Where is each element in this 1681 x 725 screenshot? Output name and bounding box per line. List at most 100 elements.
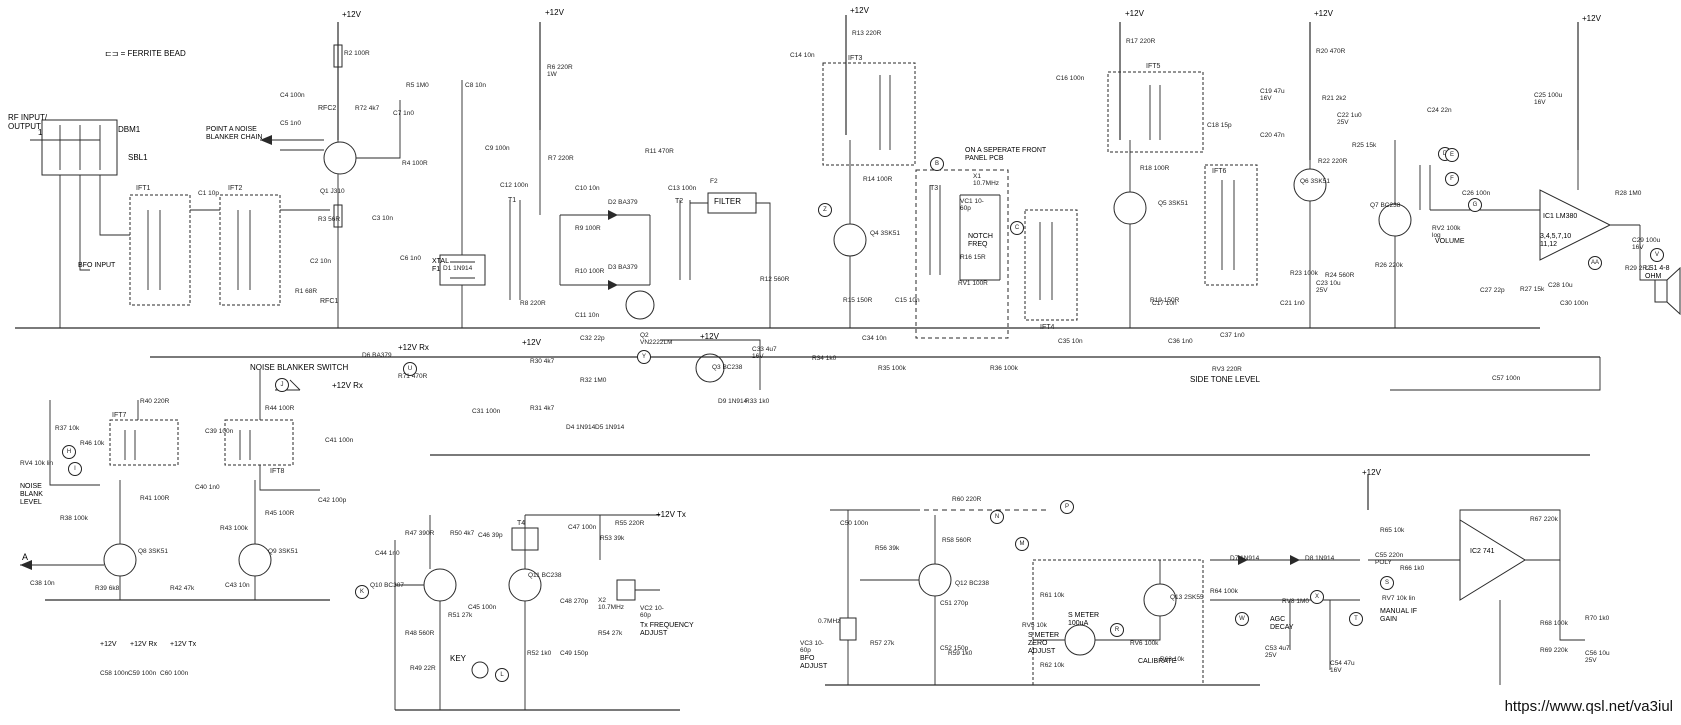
part-c50: C50 100n: [840, 520, 869, 527]
node-i: I: [68, 462, 82, 476]
part-r1: R1 68R: [295, 288, 318, 295]
ferrite-bead-icon: ⊏⊐: [105, 49, 121, 58]
part-c59: C59 100n: [128, 670, 157, 677]
node-y: Y: [637, 350, 651, 364]
label-t2: T2: [675, 198, 684, 205]
part-c27: C27 22p: [1480, 287, 1505, 294]
part-d2: D2 BA379: [608, 199, 638, 206]
part-r65: R65 10k: [1380, 527, 1405, 534]
node-v: V: [1650, 248, 1664, 262]
part-c45: C45 100n: [468, 604, 497, 611]
part-r9: R9 100R: [575, 225, 601, 232]
part-c22: C22 1u0 25V: [1337, 112, 1362, 126]
supply-12v-r13: +12V: [850, 6, 869, 15]
node-b: B: [930, 157, 944, 171]
part-x1: X1 10.7MHz: [973, 173, 1000, 187]
part-r11: R11 470R: [645, 148, 674, 155]
part-q6: Q6 3SK51: [1300, 178, 1330, 185]
part-c7: C7 1n0: [393, 110, 414, 117]
node-r: R: [1110, 623, 1124, 637]
part-c28: C28 10u: [1548, 282, 1573, 289]
part-q1: Q1 J310: [320, 188, 345, 195]
xtal-f1-label: XTAL F1: [432, 258, 449, 273]
part-c3: C3 10n: [372, 215, 393, 222]
part-c49: C49 150p: [560, 650, 589, 657]
s-meter-label: S METER 100uA: [1068, 612, 1100, 627]
part-c58: C58 100n: [100, 670, 129, 677]
part-r21: R21 2k2: [1322, 95, 1347, 102]
label-ift2: IFT2: [228, 185, 243, 192]
node-z: Z: [818, 203, 832, 217]
label-ift5: IFT5: [1146, 63, 1161, 70]
part-c35: C35 10n: [1058, 338, 1083, 345]
part-vc2: VC2 10-60p: [640, 605, 664, 619]
bfo-input-label: BFO INPUT: [78, 262, 116, 269]
part-c37: C37 1n0: [1220, 332, 1245, 339]
part-r15: R15 150R: [843, 297, 873, 304]
part-d3: D3 BA379: [608, 264, 638, 271]
supply-12v-r20: +12V: [1314, 9, 1333, 18]
filter-label: FILTER: [714, 197, 741, 206]
part-vc3: VC3 10-60p: [800, 640, 824, 654]
part-c8: C8 10n: [465, 82, 486, 89]
part-c31: C31 100n: [472, 408, 501, 415]
label-t1: T1: [508, 197, 517, 204]
part-c51: C51 270p: [940, 600, 969, 607]
part-c44: C44 1n0: [375, 550, 400, 557]
node-n: N: [990, 510, 1004, 524]
part-c14: C14 10n: [790, 52, 815, 59]
part-r64: R64 100k: [1210, 588, 1238, 595]
part-r62: R62 10k: [1040, 662, 1065, 669]
part-c17: C17 10n: [1152, 300, 1177, 307]
part-r41: R41 100R: [140, 495, 170, 502]
node-h: H: [62, 445, 76, 459]
part-r42: R42 47k: [170, 585, 195, 592]
part-d6: D6 BA379: [362, 352, 392, 359]
nb-switch-label: NOISE BLANKER SWITCH: [250, 363, 349, 372]
part-r8: R8 220R: [520, 300, 546, 307]
part-r22: R22 220R: [1318, 158, 1348, 165]
part-x2: X2 10.7MHz: [598, 597, 625, 611]
part-d1: D1 1N914: [443, 265, 473, 272]
part-r39: R39 6k8: [95, 585, 120, 592]
part-d8: D8 1N914: [1305, 555, 1335, 562]
part-q7: Q7 BC238: [1370, 202, 1401, 209]
part-r33: R33 1k0: [745, 398, 770, 405]
ic2-label: IC2 741: [1470, 548, 1495, 555]
part-c9: C9 100n: [485, 145, 510, 152]
part-r30: R30 4k7: [530, 358, 555, 365]
part-r5: R5 1M0: [406, 82, 429, 89]
part-c26: C26 100n: [1462, 190, 1491, 197]
part-r24: R24 560R: [1325, 272, 1355, 279]
part-q9: Q9 3SK51: [268, 548, 298, 555]
part-c30: C30 100n: [1560, 300, 1589, 307]
node-t: T: [1349, 612, 1363, 626]
part-r6: R6 220R 1W: [547, 64, 573, 78]
part-rv1: RV1 100R: [958, 280, 988, 287]
node-s: S: [1380, 576, 1394, 590]
part-c1: C1 10p: [198, 190, 219, 197]
part-c53: C53 4u7 25V: [1265, 645, 1290, 659]
part-r2: R2 100R: [344, 50, 370, 57]
part-q4: Q4 3SK51: [870, 230, 900, 237]
part-c48: C48 270p: [560, 598, 589, 605]
part-c57: C57 100n: [1492, 375, 1521, 382]
supply-12v-rx-nb: +12V Rx: [332, 381, 363, 390]
part-c55: C55 220n POLY: [1375, 552, 1404, 566]
part-c52: C52 150p: [940, 645, 969, 652]
supply-12v-q1: +12V: [342, 10, 361, 19]
part-r50: R50 4k7: [450, 530, 475, 537]
source-credit: https://www.qsl.net/va3iul: [1504, 698, 1673, 715]
supply-12v-r6: +12V: [545, 8, 564, 17]
part-r43: R43 100k: [220, 525, 248, 532]
part-c54: C54 47u 16V: [1330, 660, 1355, 674]
label-t4: T4: [517, 520, 526, 527]
part-r12: R12 560R: [760, 276, 790, 283]
label-rfc2: RFC2: [318, 105, 337, 112]
part-q11: Q11 BC238: [528, 572, 562, 579]
part-r49: R49 22R: [410, 665, 436, 672]
label-ift1: IFT1: [136, 185, 151, 192]
node-e: E: [1445, 148, 1459, 162]
part-c46: C46 39p: [478, 532, 503, 539]
node-f: F: [1445, 172, 1459, 186]
